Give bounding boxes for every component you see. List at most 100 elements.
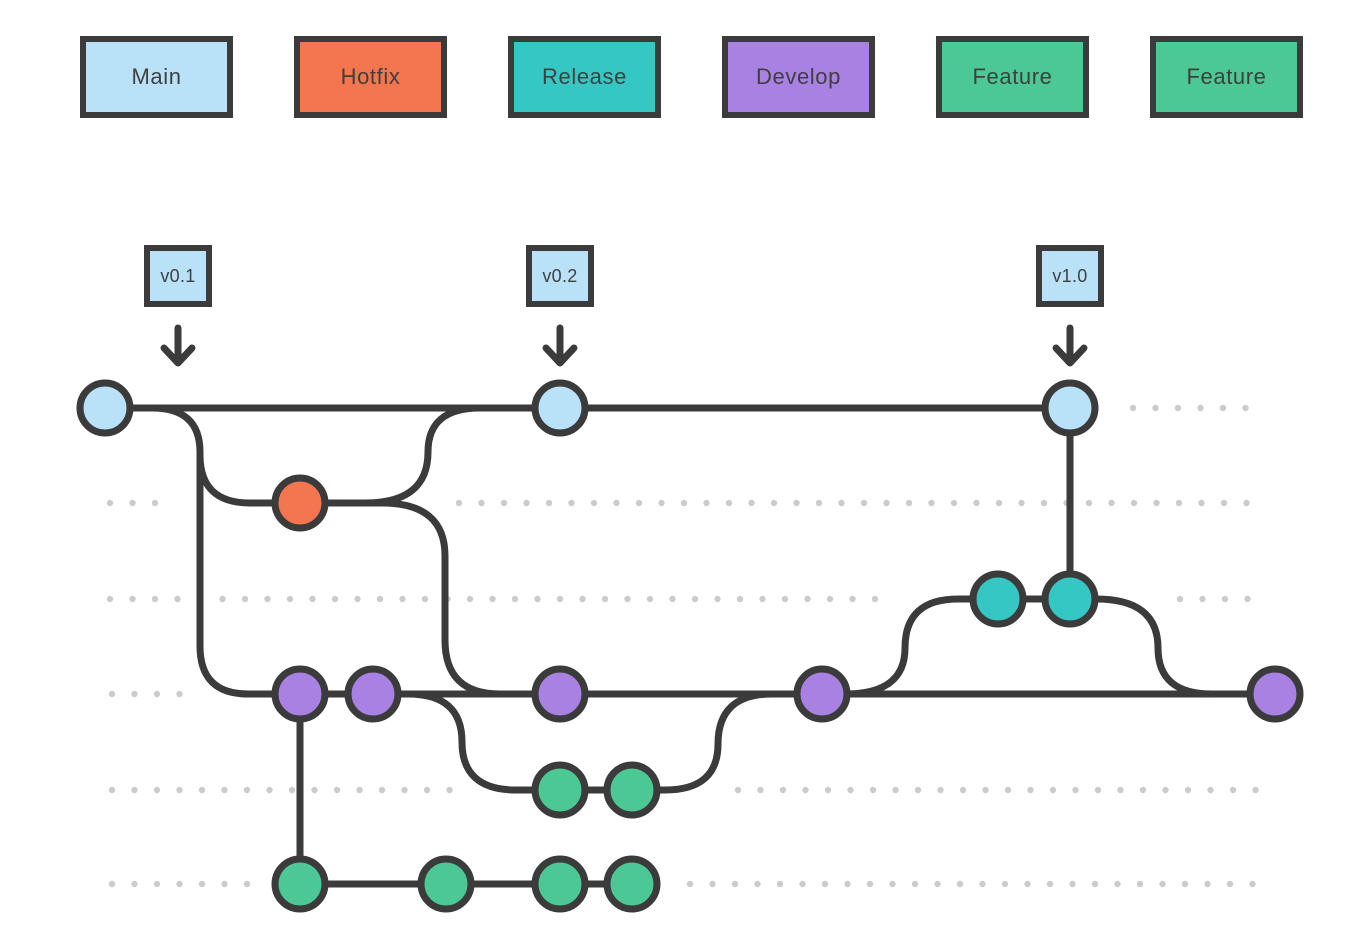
lane-dot xyxy=(241,595,249,603)
lane-dot xyxy=(1136,880,1144,888)
legend-label: Feature xyxy=(1186,64,1267,89)
lane-dot xyxy=(691,595,699,603)
commit-node-feature xyxy=(531,761,589,819)
lane-dot xyxy=(219,595,226,603)
tag-label: v0.2 xyxy=(542,265,578,286)
lane-dot xyxy=(376,595,384,603)
commit-node-feature xyxy=(603,761,661,819)
lane-dot xyxy=(1152,404,1159,412)
dotted-lane-main xyxy=(1129,404,1249,412)
lane-dot xyxy=(1174,404,1182,412)
legend-box-feature-2: Feature xyxy=(1150,36,1303,118)
lane-dot xyxy=(399,595,406,603)
tag-arrow-icon xyxy=(1052,324,1088,367)
branch-path-hotfix-merge-to-develop xyxy=(378,499,564,698)
lane-dot xyxy=(1049,786,1057,794)
lane-dot xyxy=(802,786,809,794)
dotted-lane-hotfix xyxy=(106,499,159,507)
lane-dot xyxy=(129,595,136,603)
lane-dot xyxy=(892,786,899,794)
tag-arrow-icon xyxy=(160,324,196,367)
lane-dot xyxy=(1091,880,1099,888)
lane-dot xyxy=(973,499,980,507)
lane-dot xyxy=(378,786,386,794)
commit-node-main xyxy=(76,379,134,437)
lane-dot xyxy=(466,595,474,603)
commit-node-feature xyxy=(417,855,475,913)
lane-dot xyxy=(956,880,964,888)
lane-dot xyxy=(309,595,316,603)
lane-dot xyxy=(106,595,114,603)
lane-dot xyxy=(354,595,361,603)
lane-dot xyxy=(455,499,463,507)
legend-label: Release xyxy=(542,64,627,89)
lane-dot xyxy=(824,786,832,794)
lane-dot xyxy=(914,786,922,794)
lane-dot xyxy=(1221,595,1229,603)
lane-dot xyxy=(106,499,114,507)
lane-dot xyxy=(646,595,654,603)
lane-dot xyxy=(221,880,228,888)
lane-dot xyxy=(847,786,854,794)
lane-dot xyxy=(1204,880,1211,888)
branch-path-feature-a-branch xyxy=(404,690,776,794)
lane-dot xyxy=(1199,595,1206,603)
lane-dot xyxy=(198,880,206,888)
lane-dot xyxy=(243,880,251,888)
lane-dot xyxy=(1046,880,1054,888)
lane-dot xyxy=(1243,499,1250,507)
lane-dot xyxy=(523,499,530,507)
dotted-lane-feature-a xyxy=(108,786,453,794)
lane-dot xyxy=(826,595,834,603)
lane-dot xyxy=(1175,499,1183,507)
lane-dot xyxy=(1114,880,1121,888)
lane-dot xyxy=(725,499,733,507)
lane-dot xyxy=(1184,786,1192,794)
lane-dot xyxy=(534,595,541,603)
lane-dot xyxy=(151,595,159,603)
lane-dot xyxy=(568,499,575,507)
lane-dot xyxy=(911,880,919,888)
lane-dot xyxy=(1001,880,1009,888)
lane-dot xyxy=(759,595,766,603)
lane-dot xyxy=(680,499,688,507)
lane-dot xyxy=(311,786,318,794)
lane-dot xyxy=(579,595,586,603)
lane-dot xyxy=(356,786,363,794)
lane-dot xyxy=(781,595,789,603)
lane-dot xyxy=(1094,786,1102,794)
lane-dot xyxy=(1117,786,1124,794)
commit-node-develop xyxy=(271,665,329,723)
lane-dot xyxy=(748,499,755,507)
lane-dot xyxy=(1198,499,1205,507)
lane-dot xyxy=(866,880,874,888)
lane-dot xyxy=(821,880,829,888)
dotted-lane-feature-b xyxy=(108,880,251,888)
lane-dot xyxy=(1018,499,1025,507)
lane-dot xyxy=(1176,595,1184,603)
lane-dot xyxy=(959,786,967,794)
lane-dot xyxy=(423,786,431,794)
lane-dot xyxy=(1229,786,1237,794)
lane-dot xyxy=(860,499,868,507)
lane-dot xyxy=(1219,404,1227,412)
dotted-lane-feature-b xyxy=(686,880,1256,888)
lane-dot xyxy=(153,880,161,888)
lane-dot xyxy=(731,880,739,888)
lane-dot xyxy=(779,786,787,794)
lane-dot xyxy=(669,595,676,603)
commit-node-release xyxy=(969,570,1027,628)
commit-node-develop xyxy=(531,665,589,723)
legend-label: Hotfix xyxy=(340,64,401,89)
legend-box-hotfix: Hotfix xyxy=(294,36,447,118)
lane-dot xyxy=(288,786,296,794)
lane-dot xyxy=(131,690,138,698)
lane-dot xyxy=(1181,880,1189,888)
lane-dot xyxy=(871,595,879,603)
lane-dot xyxy=(776,880,784,888)
lane-dot xyxy=(401,786,408,794)
release-tag-v0.1: v0.1 xyxy=(144,245,212,307)
lane-dot xyxy=(153,786,161,794)
lane-dot xyxy=(264,595,271,603)
